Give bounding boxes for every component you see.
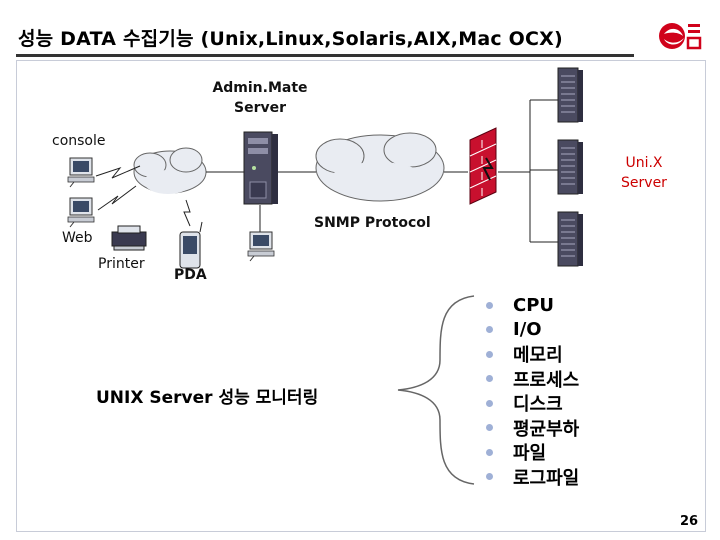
pda-icon: [179, 221, 203, 269]
metric-list: CPU I/O 메모리 프로세스 디스크 평균부하 파일 로그파일: [486, 293, 579, 489]
console-label: console: [52, 133, 106, 149]
metric-item: 메모리: [486, 342, 579, 367]
slide-title: 성능 DATA 수집기능 (Unix,Linux,Solaris,AIX,Mac…: [18, 28, 563, 50]
snmp-protocol-label: SNMP Protocol: [314, 215, 431, 231]
metric-item: 평균부하: [486, 416, 579, 441]
bullet-icon: [486, 375, 493, 383]
left-network-cloud: [133, 147, 207, 194]
page-number: 26: [680, 514, 699, 529]
web-pc-icon: [67, 197, 95, 228]
web-label: Web: [62, 230, 93, 246]
firewall-icon: [469, 127, 497, 205]
bullet-icon: [486, 399, 493, 407]
metric-item: 파일: [486, 440, 579, 465]
bullet-icon: [486, 424, 493, 432]
title-rule: [16, 54, 634, 57]
printer-icon: [111, 225, 147, 251]
unix-server-rack-2: [557, 139, 584, 195]
bullet-icon: [486, 473, 493, 481]
connection-lines: [95, 99, 558, 243]
metric-item: 디스크: [486, 391, 579, 416]
monitoring-title: UNIX Server 성능 모니터링: [96, 388, 319, 408]
snmp-network-cloud: [315, 132, 445, 202]
unix-server-rack-3: [557, 211, 584, 267]
company-logo: [659, 23, 702, 50]
printer-label: Printer: [98, 256, 145, 272]
unix-server-label: Uni.X Server: [621, 155, 667, 191]
bullet-icon: [486, 448, 493, 456]
unix-server-rack-1: [557, 67, 584, 123]
bullet-icon: [486, 326, 493, 334]
admin-pc-icon: [247, 231, 275, 262]
grouping-brace: [397, 295, 475, 485]
bullet-icon: [486, 301, 493, 309]
adminmate-server-icon: [243, 131, 278, 205]
adminmate-server-label: Admin.Mate Server: [212, 80, 308, 116]
pda-label: PDA: [174, 267, 207, 283]
metric-item: 프로세스: [486, 367, 579, 392]
console-pc-icon: [67, 157, 95, 188]
metric-item: I/O: [486, 318, 579, 343]
content-frame: [16, 60, 706, 532]
bullet-icon: [486, 350, 493, 358]
metric-item: 로그파일: [486, 465, 579, 490]
metric-item: CPU: [486, 293, 579, 318]
